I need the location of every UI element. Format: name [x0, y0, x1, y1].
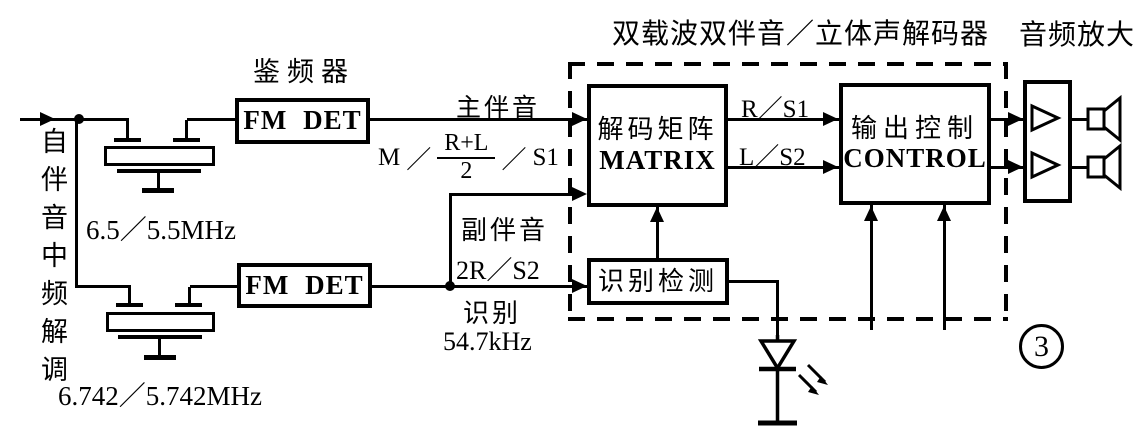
formula-suffix: S1	[532, 143, 559, 171]
wire-l-s2	[728, 166, 839, 169]
fm-detector-2-label: FM DET	[245, 269, 364, 300]
fm-detector-1-label: FM DET	[243, 105, 362, 136]
filter1-terminal-in-bar	[114, 138, 141, 142]
formula-numerator: R+L	[437, 130, 496, 160]
arrow-into-amp-2	[1008, 160, 1023, 174]
fm-detector-1-block: FM DET	[235, 98, 370, 144]
filter1-ground-bar	[142, 188, 174, 193]
matrix-block: 解码矩阵 MATRIX	[587, 84, 728, 207]
figure-number-badge: 3	[1019, 324, 1064, 369]
junction-dot-input	[74, 114, 84, 124]
amplifier-icon	[1030, 150, 1062, 180]
speaker-icon	[1086, 142, 1122, 192]
filter2-terminal-out	[188, 287, 191, 305]
main-signal-formula: M ／ R+L 2 ／ S1	[378, 130, 559, 185]
wire-fmdet2-to-identdetect	[372, 285, 587, 288]
arrow-r-s1	[823, 112, 838, 126]
formula-denominator: 2	[460, 158, 473, 185]
filter1-terminal-out-bar	[173, 138, 200, 142]
formula-prefix: M	[378, 143, 401, 171]
wire-amp-to-speaker-2	[1056, 166, 1088, 169]
filter1-frequency-label: 6.5／5.5MHz	[86, 215, 236, 245]
ident-frequency-label: 54.7kHz	[443, 327, 532, 356]
filter1-body-icon	[104, 146, 215, 166]
fm-detector-2-block: FM DET	[237, 263, 372, 308]
wire-branch-to-filter2	[75, 285, 130, 288]
ident-label: 识别	[463, 299, 522, 328]
decoder-dashed-border-top	[568, 62, 1008, 66]
decoder-dashed-border-left	[568, 62, 572, 321]
filter2-terminal-in	[128, 285, 131, 305]
matrix-label-en: MATRIX	[599, 144, 716, 175]
wire-control-out-2	[991, 166, 1024, 169]
output-control-block: 输出控制 CONTROL	[839, 83, 991, 205]
wire-amp-to-speaker-1	[1056, 118, 1088, 121]
ident-detect-label: 识别检测	[597, 266, 718, 296]
filter2-ground-bar	[144, 355, 176, 360]
decoder-dashed-border-bottom	[568, 317, 1008, 321]
source-vertical-label: 自伴音中频解调	[37, 127, 67, 393]
speaker-icon	[1086, 94, 1122, 144]
wire-r-s1	[728, 118, 839, 121]
decoder-title: 双载波双伴音／立体声解码器	[612, 19, 990, 50]
sub-sound-label: 副伴音	[461, 216, 549, 245]
audio-amp-box	[1023, 80, 1072, 203]
filter2-frequency-label: 6.742／5.742MHz	[58, 381, 262, 411]
filter1-terminal-out	[185, 120, 188, 140]
wire-filter1-to-fmdet1	[187, 118, 235, 121]
filter2-terminal-out-bar	[175, 303, 202, 307]
filter2-body-icon	[106, 312, 215, 332]
arrow-up-control-2	[937, 206, 951, 221]
output-control-label-en: CONTROL	[843, 143, 987, 174]
arrow-into-identdetect	[572, 279, 587, 293]
wire-identdetect-to-matrix	[656, 207, 659, 258]
sub-signal-label: 2R／S2	[456, 256, 540, 285]
discriminator-label: 鉴频器	[253, 57, 355, 87]
figure-number-text: 3	[1034, 329, 1049, 363]
output-control-label-cn: 输出控制	[850, 113, 979, 143]
filter2-ground-stub	[158, 337, 161, 355]
led-icon	[757, 335, 828, 426]
wire-control-out-1	[991, 118, 1024, 121]
ident-detect-block: 识别检测	[587, 258, 729, 305]
wire-subsound-branch-up	[449, 194, 452, 288]
filter1-terminal-in	[126, 118, 129, 140]
r-s1-label: R／S1	[741, 96, 810, 123]
arrow-into-matrix-bottom-input	[572, 187, 587, 201]
filter1-ground-stub	[157, 171, 160, 189]
wire-fmdet1-to-matrix	[370, 118, 587, 121]
arrow-l-s2	[823, 160, 838, 174]
arrow-up-control-1	[864, 206, 878, 221]
wire-control-input-1	[870, 205, 873, 330]
formula-slash-right: ／	[501, 146, 527, 174]
wire-filter2-to-fmdet2	[190, 285, 237, 288]
decoder-dashed-border-right	[1004, 62, 1008, 321]
wire-identdetect-to-led-h	[729, 280, 779, 283]
arrow-into-matrix-top	[572, 112, 587, 126]
matrix-label-cn: 解码矩阵	[597, 115, 718, 145]
flow-arrow-input	[40, 112, 55, 126]
filter2-terminal-in-bar	[116, 303, 143, 307]
led-light-arrows	[797, 363, 828, 395]
l-s2-label: L／S2	[739, 144, 806, 171]
arrow-up-into-matrix	[650, 207, 664, 222]
wire-control-input-2	[943, 205, 946, 330]
wire-input-branch-down	[75, 118, 78, 288]
amplifier-icon	[1030, 103, 1062, 133]
audio-amp-title: 音频放大	[1019, 20, 1135, 51]
formula-fraction: R+L 2	[437, 130, 496, 185]
arrow-into-amp-1	[1008, 112, 1023, 126]
formula-slash-left: ／	[406, 146, 432, 174]
wire-subsound-to-matrix	[449, 193, 574, 196]
wire-identdetect-to-led-v	[776, 280, 779, 338]
main-sound-label: 主伴音	[456, 95, 541, 122]
